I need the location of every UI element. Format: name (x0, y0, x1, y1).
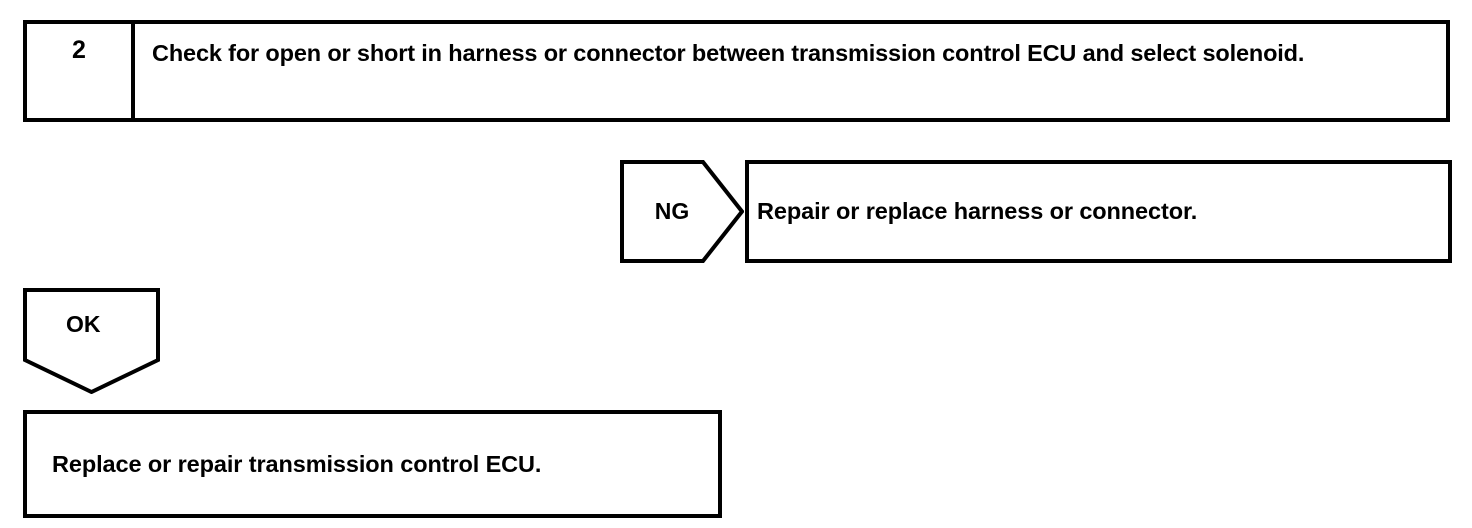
ok-branch-label: OK (66, 310, 101, 337)
ng-arrow-shape (620, 160, 744, 263)
step-number-cell: 2 (27, 24, 135, 118)
ng-action-text: Repair or replace harness or connector. (757, 198, 1198, 224)
ok-action-box: Replace or repair transmission control E… (23, 410, 722, 518)
step-number: 2 (72, 36, 86, 64)
ng-branch-label: NG (654, 198, 690, 224)
step-instruction-text: Check for open or short in harness or co… (152, 40, 1305, 66)
ng-action-box: Repair or replace harness or connector. (745, 160, 1452, 263)
ok-action-text: Replace or repair transmission control E… (52, 450, 542, 477)
step-box: 2 Check for open or short in harness or … (23, 20, 1450, 122)
ok-arrow-shape (23, 288, 160, 394)
